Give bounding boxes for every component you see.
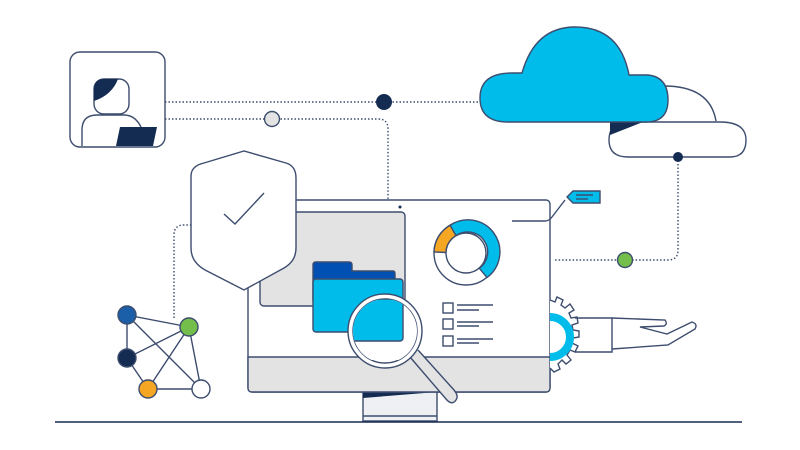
network-node-blue [117, 305, 137, 325]
connector-node-gray [263, 110, 281, 128]
network-node-green [179, 317, 199, 337]
network-node-white [191, 379, 211, 399]
gear-icon [549, 296, 580, 373]
cloud-node [673, 152, 683, 162]
network-graph-icon [117, 305, 211, 399]
magnifier-icon [347, 293, 458, 404]
cloud-icon [479, 26, 747, 162]
connector-node-dark [376, 94, 392, 110]
network-node-orange [138, 379, 158, 399]
user-avatar-icon [69, 51, 166, 148]
connector-node-green [616, 251, 634, 269]
robot-hand-icon [575, 317, 697, 353]
shield-check-icon [190, 150, 297, 291]
donut-chart-icon [433, 219, 501, 286]
checklist-icon [442, 302, 493, 347]
tag-icon [566, 190, 601, 204]
connector-lines [165, 101, 679, 318]
network-node-navy [117, 348, 137, 368]
